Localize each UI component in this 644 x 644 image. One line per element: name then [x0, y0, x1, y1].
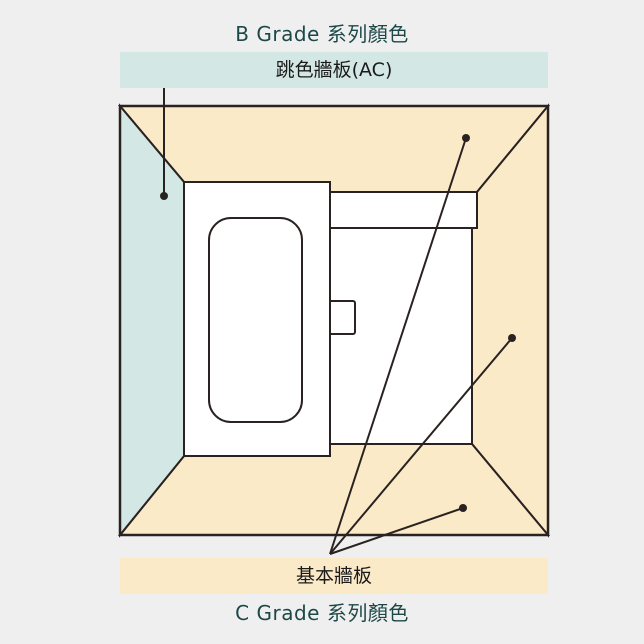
front-wall: [117, 443, 551, 536]
base-panel-label: 基本牆板: [120, 558, 548, 594]
base-leader-dot-right: [508, 334, 516, 342]
accent-leader-dot: [160, 192, 168, 200]
base-leader-dot-front: [459, 504, 467, 512]
bathtub-basin: [208, 217, 303, 423]
back-wall: [117, 105, 551, 193]
accent-panel-label: 跳色牆板(AC): [120, 52, 548, 88]
base-leader-back: [329, 137, 467, 555]
room-outline: [118, 104, 550, 537]
b-grade-title: B Grade 系列顏色: [235, 22, 409, 46]
base-leader-dot-back: [462, 134, 470, 142]
base-leader-front: [329, 507, 464, 555]
faucet-block: [327, 300, 356, 335]
c-grade-title: C Grade 系列顏色: [235, 601, 409, 625]
vanity-counter-top: [327, 191, 478, 229]
base-leader-right: [329, 337, 513, 555]
